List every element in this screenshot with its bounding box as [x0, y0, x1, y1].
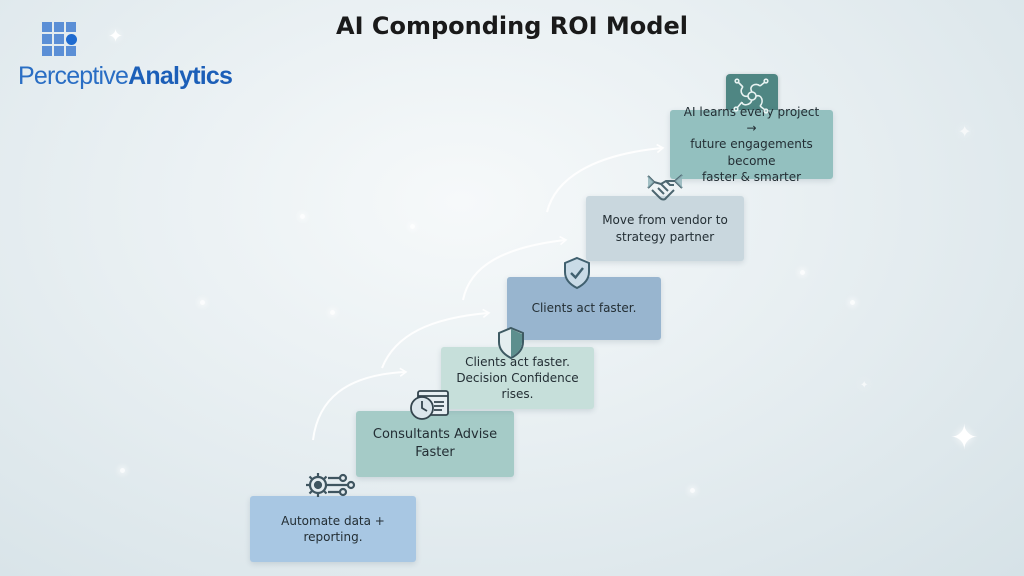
sparkle-star-icon: ✦ [958, 122, 972, 141]
arrow-1 [312, 367, 408, 441]
handshake-icon [647, 174, 683, 201]
sparkle [410, 224, 415, 229]
sparkle [120, 468, 125, 473]
step-strategy-partner: Move from vendor to strategy partner [586, 196, 744, 261]
sparkle [200, 300, 205, 305]
arrow-2 [381, 308, 491, 369]
gear-network-icon [306, 473, 356, 497]
step-decision-confidence: Clients act faster. Decision Confidence … [441, 347, 594, 409]
sparkle-star-icon: ✦ [860, 380, 869, 391]
brand-logo: PerceptiveAnalytics [18, 22, 233, 94]
shield-check-icon [564, 256, 590, 290]
ai-circuit-icon [733, 78, 769, 114]
logo-text-regular: Perceptive [18, 62, 129, 90]
step-4-label: Clients act faster. [531, 301, 637, 316]
sparkle [300, 214, 305, 219]
arrow-3 [462, 235, 568, 301]
step-6-label: AI learns every project → future engagem… [683, 105, 820, 184]
step-5-label: Move from vendor to strategy partner [602, 213, 728, 244]
step-automate-data: Automate data + reporting. [250, 496, 416, 562]
logo-wordmark: PerceptiveAnalytics [18, 62, 233, 91]
sparkle [800, 270, 805, 275]
step-clients-act-faster: Clients act faster. [507, 277, 661, 340]
logo-text-bold: Analytics [128, 62, 233, 90]
sparkle [330, 310, 335, 315]
arrow-4 [546, 143, 665, 213]
sparkle [690, 488, 695, 493]
sparkle [850, 300, 855, 305]
sparkle-star-icon: ✦ [950, 418, 979, 458]
shield-half-icon [498, 326, 524, 360]
step-2-label: Consultants Advise Faster [372, 427, 498, 460]
step-consultants-advise: Consultants Advise Faster [356, 411, 514, 477]
step-ai-learns: AI learns every project → future engagem… [670, 105, 833, 184]
sparkle-star-icon: ✦ [108, 26, 124, 47]
page-title: AI Componding ROI Model [336, 12, 688, 40]
clock-document-icon [410, 390, 449, 420]
step-1-label: Automate data + reporting. [281, 513, 385, 544]
step-3-label: Clients act faster. Decision Confidence … [456, 354, 579, 402]
